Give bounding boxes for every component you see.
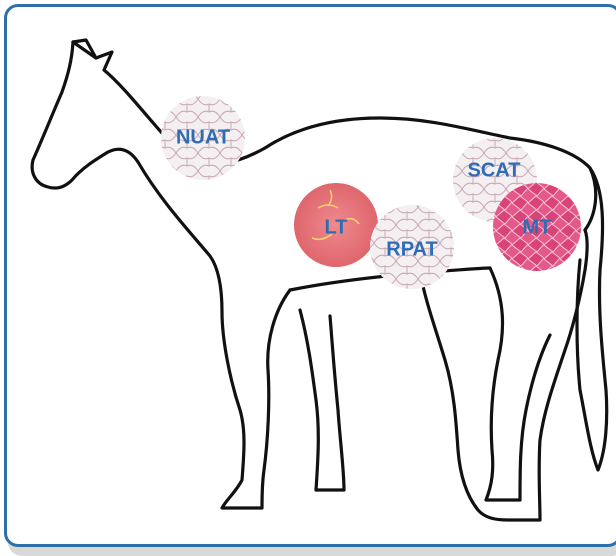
horse-outline-icon: [32, 40, 607, 520]
tissue-site-mt: MT: [493, 183, 581, 271]
tissue-site-rpat: RPAT: [370, 205, 454, 289]
rpat-label: RPAT: [386, 238, 437, 260]
lt-label: LT: [325, 216, 348, 238]
nuat-label: NUAT: [176, 126, 230, 148]
scat-label: SCAT: [468, 159, 521, 181]
tissue-site-nuat: NUAT: [161, 96, 245, 180]
mt-label: MT: [523, 216, 552, 238]
tissue-site-lt: LT: [294, 183, 378, 267]
